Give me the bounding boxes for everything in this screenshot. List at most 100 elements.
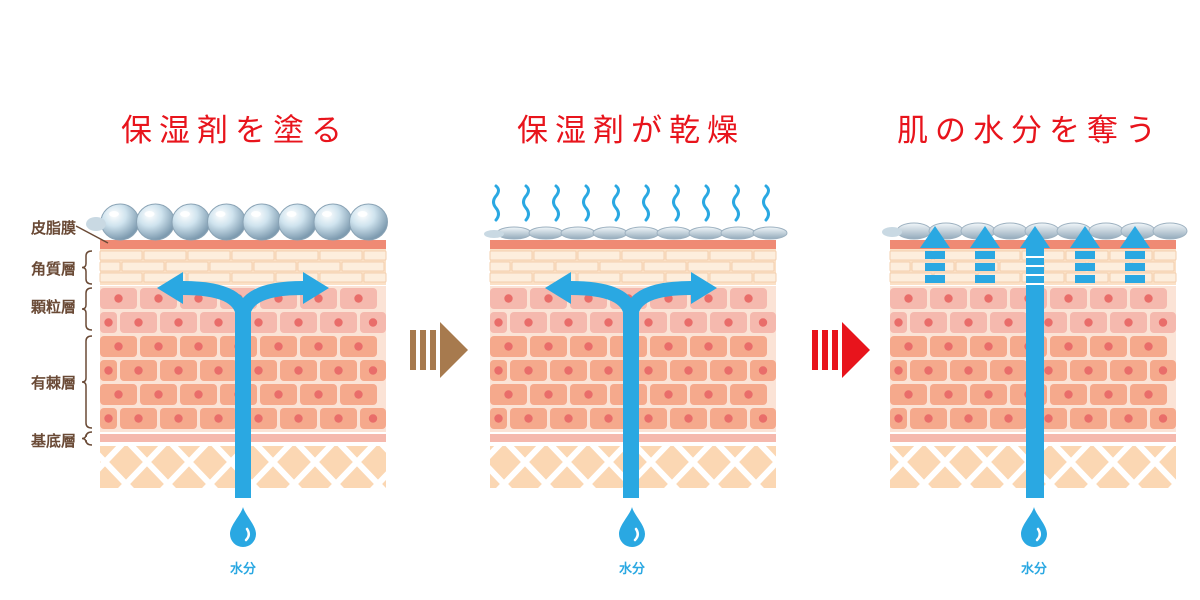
arrow-up-dash bbox=[1075, 275, 1095, 283]
cell-nucleus bbox=[904, 342, 913, 351]
corneum-cell bbox=[489, 261, 511, 272]
panel2-water-label: 水分 bbox=[618, 562, 645, 577]
cell-nucleus bbox=[894, 414, 903, 423]
dried-moisturizer-film bbox=[592, 226, 628, 240]
cell-nucleus bbox=[254, 318, 263, 327]
corneum-cell bbox=[665, 250, 709, 261]
cell-nucleus bbox=[724, 414, 733, 423]
thin-moisturizer-film bbox=[992, 222, 1028, 240]
cell-nucleus bbox=[1104, 390, 1113, 399]
skin-panel-1 bbox=[86, 203, 388, 498]
moisturizer-bead-icon bbox=[171, 203, 211, 241]
cell-nucleus bbox=[744, 294, 753, 303]
corneum-cell bbox=[99, 250, 143, 261]
bead-highlight bbox=[144, 211, 155, 217]
corneum-cell bbox=[577, 250, 621, 261]
cell-nucleus bbox=[1144, 390, 1153, 399]
water-column bbox=[1026, 248, 1044, 498]
corneum-cell bbox=[709, 272, 753, 283]
cell-nucleus bbox=[904, 294, 913, 303]
cell-nucleus bbox=[984, 294, 993, 303]
cell-nucleus bbox=[1124, 414, 1133, 423]
cell-nucleus bbox=[1004, 366, 1013, 375]
cell-nucleus bbox=[1064, 294, 1073, 303]
bead-highlight bbox=[180, 211, 190, 217]
skin-panel-3 bbox=[882, 222, 1188, 498]
panel2-title: 保湿剤が乾燥 bbox=[517, 113, 745, 149]
cell-nucleus bbox=[294, 366, 303, 375]
cell-nucleus bbox=[904, 390, 913, 399]
cell-nucleus bbox=[254, 414, 263, 423]
cell-nucleus bbox=[104, 318, 113, 327]
arrow-bar bbox=[410, 330, 416, 370]
cell-nucleus bbox=[894, 366, 903, 375]
cell-nucleus bbox=[368, 414, 378, 423]
cell-nucleus bbox=[314, 390, 323, 399]
steam-icon bbox=[612, 184, 620, 222]
steam-icon bbox=[492, 184, 500, 222]
thin-moisturizer-film bbox=[1152, 222, 1188, 240]
label-stratum-spinosum: 有棘層 bbox=[30, 374, 76, 392]
cell-nucleus bbox=[1004, 414, 1013, 423]
column-stripe bbox=[1026, 283, 1044, 285]
cell-nucleus bbox=[544, 342, 553, 351]
corneum-cell bbox=[143, 250, 187, 261]
skin-panel-2 bbox=[484, 184, 788, 498]
cell-nucleus bbox=[354, 342, 363, 351]
cell-nucleus bbox=[134, 318, 143, 327]
cell-nucleus bbox=[114, 342, 123, 351]
cell-nucleus bbox=[494, 414, 503, 423]
cell-nucleus bbox=[104, 366, 113, 375]
steam-icon bbox=[642, 184, 650, 222]
cell-nucleus bbox=[924, 318, 933, 327]
cell-nucleus bbox=[1104, 342, 1113, 351]
cell-nucleus bbox=[294, 318, 303, 327]
cell-nucleus bbox=[334, 414, 343, 423]
transition-arrow-1 bbox=[410, 322, 468, 378]
cell-nucleus bbox=[964, 414, 973, 423]
cell-nucleus bbox=[704, 294, 713, 303]
cell-nucleus bbox=[274, 390, 283, 399]
moisturizer-bead-icon bbox=[349, 203, 388, 241]
cell-nucleus bbox=[274, 342, 283, 351]
cell-nucleus bbox=[1044, 414, 1053, 423]
corneum-cell bbox=[99, 261, 121, 272]
bead-highlight bbox=[286, 211, 297, 217]
cell-nucleus bbox=[214, 414, 223, 423]
cell-nucleus bbox=[584, 342, 593, 351]
cell-nucleus bbox=[154, 342, 163, 351]
moisturizer-bead-icon bbox=[313, 203, 353, 241]
bead-highlight bbox=[251, 211, 261, 217]
cell-nucleus bbox=[894, 318, 903, 327]
column-stripe bbox=[1026, 274, 1044, 276]
cell-nucleus bbox=[314, 342, 323, 351]
cell-nucleus bbox=[584, 294, 593, 303]
cell-nucleus bbox=[604, 318, 613, 327]
cell-nucleus bbox=[604, 366, 613, 375]
cell-nucleus bbox=[524, 414, 533, 423]
layer-bracket bbox=[81, 335, 93, 429]
steam-icon bbox=[702, 184, 710, 222]
cell-nucleus bbox=[1064, 390, 1073, 399]
cell-nucleus bbox=[564, 366, 573, 375]
bead-edge bbox=[86, 217, 106, 231]
bead-highlight bbox=[357, 211, 368, 217]
corneum-cell bbox=[753, 250, 777, 261]
cell-nucleus bbox=[504, 390, 513, 399]
cell-nucleus bbox=[174, 366, 183, 375]
arrow-up-dash bbox=[975, 251, 995, 259]
water-flow-stem bbox=[235, 308, 251, 498]
steam-icon bbox=[552, 184, 560, 222]
corneum-cell bbox=[297, 261, 341, 272]
cell-nucleus bbox=[214, 318, 223, 327]
cell-nucleus bbox=[1124, 318, 1133, 327]
cell-nucleus bbox=[154, 294, 163, 303]
corneum-cell bbox=[187, 250, 231, 261]
bead-highlight bbox=[109, 211, 119, 217]
steam-icon bbox=[732, 184, 740, 222]
arrow-left-head bbox=[545, 272, 571, 304]
arrow-up-dash bbox=[1125, 263, 1145, 271]
cell-nucleus bbox=[964, 366, 973, 375]
corneum-cell bbox=[99, 272, 143, 283]
